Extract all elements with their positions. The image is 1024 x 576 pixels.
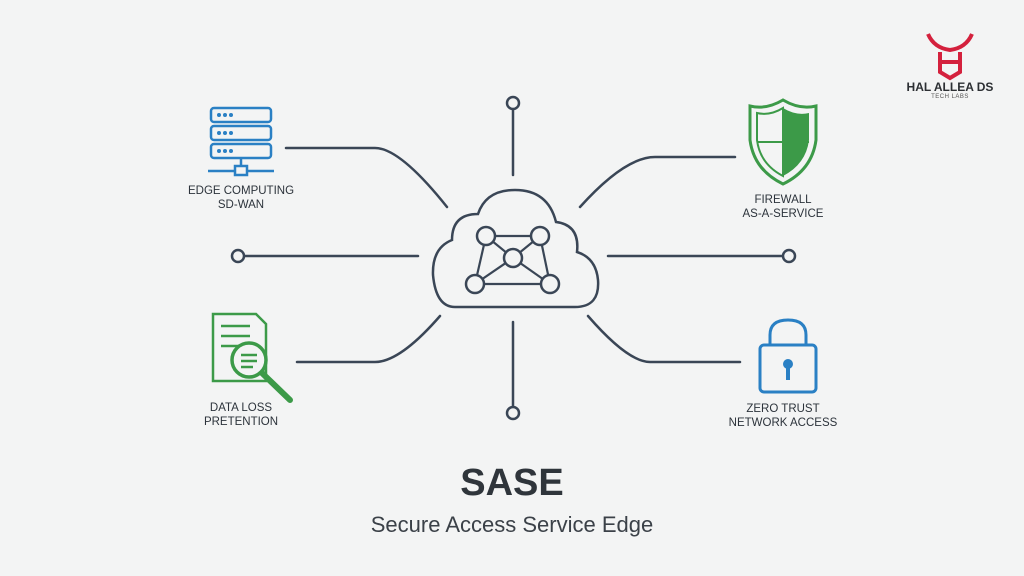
label-zero-trust: Zero TrustNetwork Access: [728, 403, 838, 429]
logo-tagline: TECH LABS: [931, 94, 969, 100]
cloud-network-icon: [431, 188, 600, 309]
padlock-icon: [758, 318, 818, 394]
document-search-icon: [211, 312, 293, 403]
logo-name: HAL ALLEA DS: [906, 80, 994, 94]
endpoint-nodes: [230, 95, 797, 421]
page-subtitle: Secure Access Service Edge: [370, 512, 654, 537]
page-title: SASE: [460, 462, 564, 504]
label-firewall: FirewallAs-a-Service: [742, 194, 824, 220]
server-icon: [208, 106, 274, 177]
label-edge-computing: Edge ComputingSD-WAN: [187, 185, 295, 211]
label-data-loss: Data LossPretention: [203, 402, 279, 428]
shield-icon: [748, 98, 818, 186]
connector-lines: [242, 107, 785, 409]
logo-mark: [926, 33, 974, 81]
